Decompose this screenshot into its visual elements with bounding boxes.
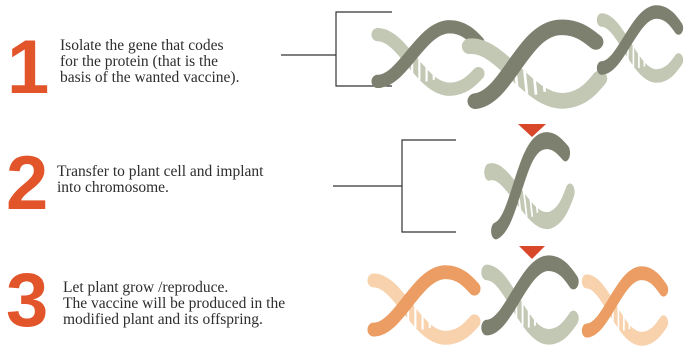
dna-strand-step-2: [488, 133, 572, 240]
dna-strand-step-1: [378, 12, 679, 110]
step-2-connector: [333, 140, 456, 232]
dna-strand-step-3: [374, 263, 664, 339]
step-1-connector: [281, 12, 392, 86]
